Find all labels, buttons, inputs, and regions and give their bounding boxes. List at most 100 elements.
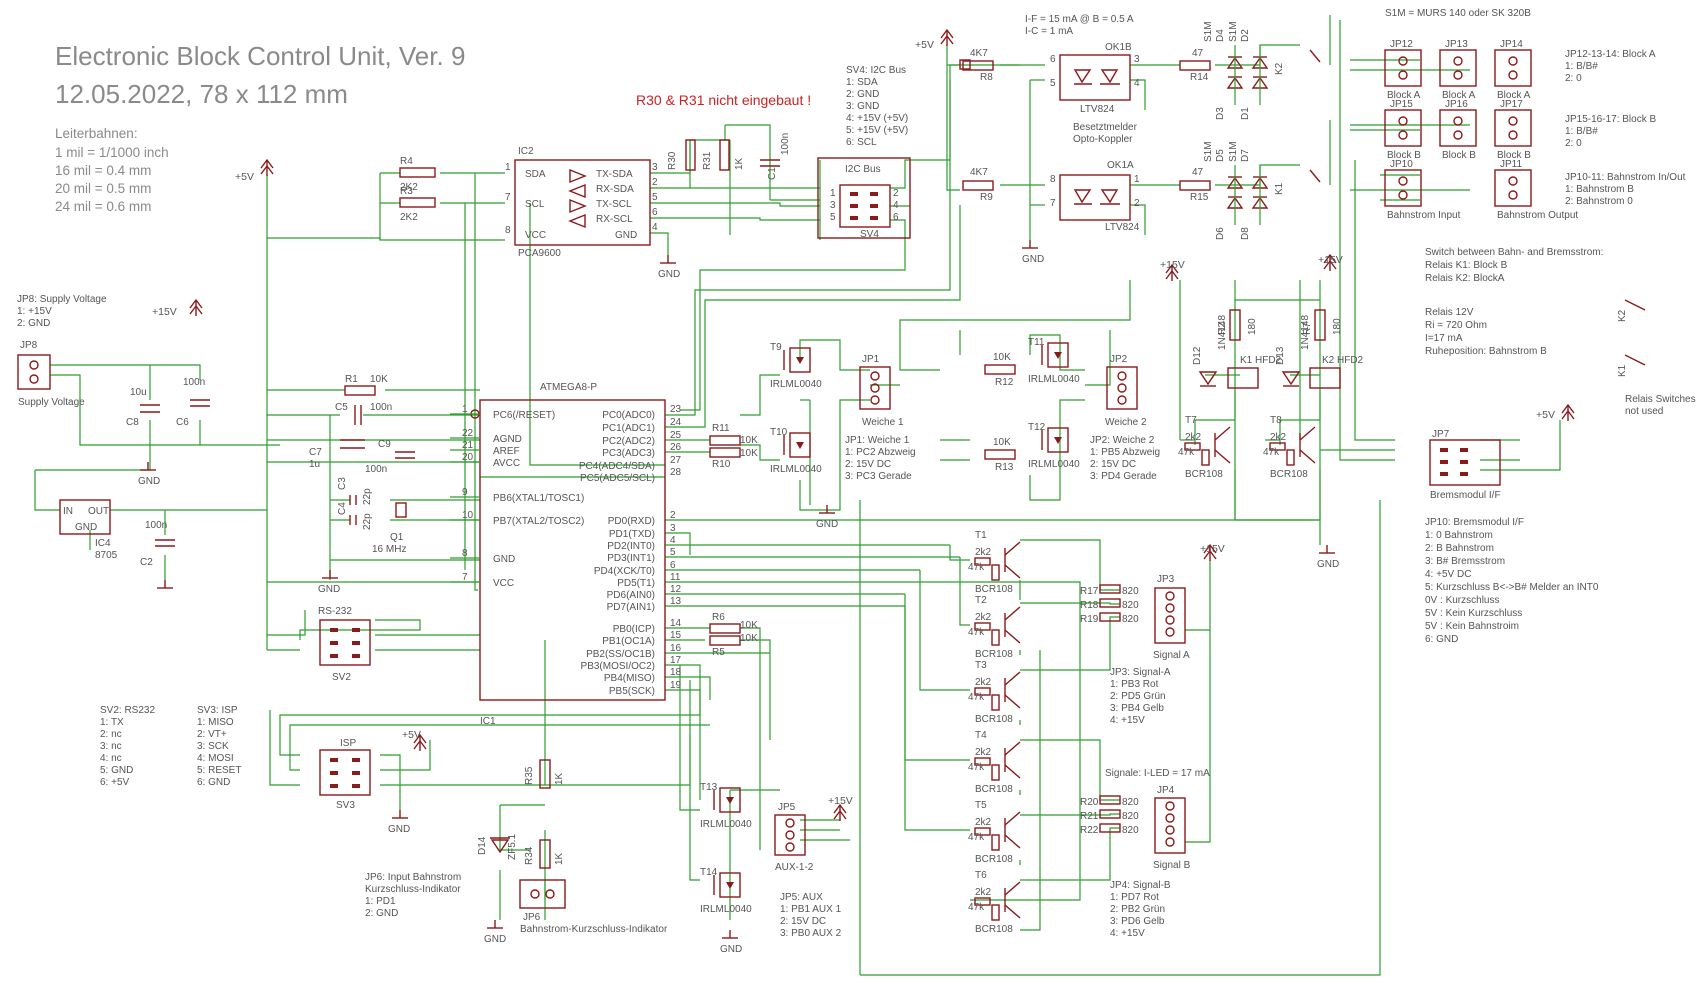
r15-value: 47	[1192, 167, 1204, 178]
bias-resistor: 2k2	[975, 887, 992, 898]
relais-note-line: Relais 12V	[1425, 307, 1474, 318]
jp3-connector[interactable]	[1154, 587, 1186, 644]
atmega-pin-name: PB1(OC1A)	[602, 636, 655, 647]
sv3-connector[interactable]	[319, 749, 371, 796]
jp2-connector[interactable]	[1106, 366, 1138, 410]
k1-contact: K1	[1274, 182, 1285, 195]
atmega-pin-num: 15	[670, 630, 682, 641]
jp3-note-line: 4: +15V	[1110, 715, 1145, 726]
diode-label: D5	[1215, 149, 1226, 162]
r18-value: 820	[1122, 600, 1139, 611]
tracks-line: 24 mil = 0.6 mm	[55, 199, 151, 214]
jp4-note-line: 4: +15V	[1110, 928, 1145, 939]
sv2-note-line: 2: nc	[100, 729, 122, 740]
k2-label: K2	[1322, 355, 1335, 366]
diode-type: S1M	[1203, 141, 1214, 162]
svg-text:2: 2	[652, 177, 658, 188]
plus5v-label: +5V	[1536, 409, 1555, 421]
jp4-connector[interactable]	[1154, 797, 1186, 854]
d13-type: 1N4148	[1300, 315, 1311, 350]
ic4-value: 8705	[95, 550, 118, 561]
sv3-note-line: 4: MOSI	[197, 753, 234, 764]
sv4-i2c-connector: SV4: I2C Bus 1: SDA 2: GND 3: GND 4: +15…	[817, 65, 911, 240]
atmega-pin-name: PD0(RXD)	[608, 516, 655, 527]
jp7-connector[interactable]	[1429, 439, 1501, 486]
block-note-line: JP15-16-17: Block B	[1565, 114, 1656, 125]
sv2-connector[interactable]	[319, 619, 371, 666]
k1-type: HFD2	[1255, 355, 1282, 366]
block-note-line: 1: Bahnstrom B	[1565, 184, 1634, 195]
jp1-connector[interactable]	[859, 366, 891, 410]
svg-text:6: 6	[652, 207, 658, 218]
block-connector-label: JP16	[1445, 99, 1468, 110]
sv4-note-line: SV4: I2C Bus	[846, 65, 906, 76]
atmega-pin-name: PC2(ADC2)	[602, 436, 655, 447]
q1-label: Q1	[390, 532, 404, 543]
sv2-label: SV2	[332, 672, 351, 683]
svg-text:5: 5	[830, 212, 836, 223]
r10-label: R10	[712, 459, 731, 470]
jp6-caption: Bahnstrom-Kurzschluss-Indikator	[520, 924, 668, 935]
jp6-note-line: 1: PD1	[365, 896, 396, 907]
sv4-connector[interactable]	[839, 184, 891, 228]
block-note-line: JP12-13-14: Block A	[1565, 49, 1656, 60]
jp7-caption: Bremsmodul I/F	[1430, 490, 1501, 501]
transistor-type: BCR108	[975, 649, 1013, 660]
relay-switch-note: not used	[1625, 406, 1663, 417]
fet-type: IRLML0040	[700, 904, 752, 915]
atmega-pin-num: 14	[670, 618, 682, 629]
jp5-connector[interactable]	[774, 814, 806, 856]
svg-text:6: 6	[893, 212, 899, 223]
r7-value: 180	[1332, 318, 1343, 335]
atmega-pin-name: PD2(INT0)	[607, 541, 655, 552]
sv4-note-line: 3: GND	[846, 101, 879, 112]
block-note-line: 2: 0	[1565, 138, 1582, 149]
atmega-pin-num: 10	[462, 510, 474, 521]
pin-label: TX-SCL	[596, 199, 632, 210]
transistor-type: BCR108	[1270, 469, 1308, 480]
block-connector-label: JP12	[1390, 39, 1413, 50]
jp5-note-line: 2: 15V DC	[780, 916, 826, 927]
gnd-label: GND	[484, 934, 506, 945]
r34-label: R34	[524, 846, 535, 865]
gnd-label: GND	[720, 944, 742, 955]
sv3-note-line: 3: SCK	[197, 741, 229, 752]
supply-section: JP8: Supply Voltage 1: +15V 2: GND JP8 S…	[17, 294, 210, 568]
bias-resistor: 2k2	[1185, 432, 1202, 443]
r3-label: R3	[400, 186, 413, 197]
jp8-connector[interactable]	[17, 354, 51, 390]
atmega-pin-num: 7	[462, 572, 468, 583]
atmega-pin-num: 16	[670, 643, 682, 654]
jp5-note-line: JP5: AUX	[780, 892, 823, 903]
bias-resistor: 47k	[1263, 447, 1280, 458]
atmega-pin-name: PC5(ADC5/SCL)	[580, 473, 655, 484]
red-note: R30 & R31 nicht eingebaut !	[636, 92, 811, 108]
block-note-line: 2: 0	[1565, 73, 1582, 84]
block-connector-label: JP14	[1500, 39, 1523, 50]
jp4-note-line: 3: PD6 Gelb	[1110, 916, 1165, 927]
plus15v-label: +15V	[1160, 259, 1185, 271]
diode-label: D8	[1240, 227, 1251, 240]
atmega-pin-num: 28	[670, 467, 682, 478]
atmega-pin-num: 5	[670, 547, 676, 558]
svg-text:1: 1	[505, 162, 511, 173]
r30-label: R30	[667, 151, 678, 170]
jp6-connector[interactable]	[519, 879, 566, 909]
mcu-peripherals: R1 10K C5 100n C7 1u C9 100n C3 22p C4 2…	[309, 374, 415, 555]
c2-value: 100n	[145, 520, 167, 531]
r35-label: R35	[524, 766, 535, 785]
sv3-note-line: 2: VT+	[197, 729, 227, 740]
jp6-label: JP6	[523, 912, 541, 923]
